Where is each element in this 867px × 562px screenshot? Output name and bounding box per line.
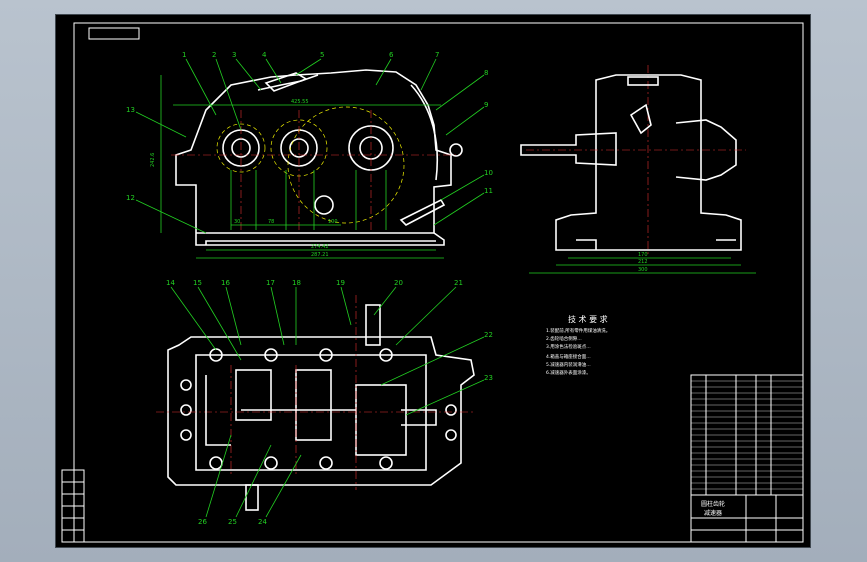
part-number: 8 [484,69,488,77]
drawing-sheet: 425.55 242.6 274.42 287.21 30 78 100 170… [55,14,811,548]
front-dim-base-outer: 287.21 [311,252,329,258]
tech-note: 2.齿轮啮合侧隙… [546,335,582,342]
part-number: 20 [394,279,403,287]
technical-requirements: 技 术 要 求 1.装配前,所有零件用煤油清洗。 2.齿轮啮合侧隙… 3.用涂色… [546,314,610,376]
side-dim-d2: 212 [638,259,648,265]
title-block: 圆柱齿轮 减速器 [690,494,804,543]
part-number: 15 [193,279,202,287]
part-number: 22 [484,331,493,339]
part-number: 14 [166,279,175,287]
side-dim-d3: 300 [638,267,648,273]
title-block-name-2: 减速器 [704,509,722,517]
side-dim-d1: 170 [638,252,648,258]
part-number: 23 [484,374,493,382]
revision-block [61,469,85,543]
front-dim-d3: 100 [328,219,338,225]
tech-note: 6.减速器外表面涂漆。 [546,369,591,376]
front-dim-height: 242.6 [150,153,156,167]
tech-note: 5.减速器内装润滑油… [546,361,591,368]
front-view: 425.55 242.6 274.42 287.21 30 78 100 [150,69,463,259]
side-view: 170 212 300 [520,65,756,274]
tech-note: 3.用涂色法检验斑点… [546,343,591,350]
part-number: 19 [336,279,345,287]
part-number: 16 [221,279,230,287]
part-number: 18 [292,279,301,287]
front-dim-d2: 78 [268,219,274,225]
part-number: 4 [262,51,267,59]
part-number: 10 [484,169,493,177]
front-dim-base-inner: 274.42 [311,244,329,250]
part-number: 3 [232,51,236,59]
front-dim-d1: 30 [234,219,240,225]
part-number: 13 [126,106,135,114]
front-dim-top: 425.55 [291,99,309,105]
tech-requirements-title: 技 术 要 求 [568,314,608,324]
part-number: 25 [228,518,237,526]
part-number: 11 [484,187,493,195]
part-number: 9 [484,101,488,109]
part-number: 26 [198,518,207,526]
part-number: 17 [266,279,275,287]
tech-note: 4.箱盖与箱座接合面… [546,353,591,360]
part-numbers: 1 2 3 4 5 6 7 8 9 10 11 12 13 14 15 16 1… [126,51,493,526]
title-block-name-1: 圆柱齿轮 [701,500,725,508]
part-number: 2 [212,51,216,59]
part-number: 7 [435,51,439,59]
part-number: 24 [258,518,267,526]
part-number: 1 [182,51,186,59]
plan-view [156,295,476,511]
part-number: 21 [454,279,463,287]
part-number: 12 [126,194,135,202]
parts-list-rows [691,380,803,490]
part-number: 6 [389,51,394,59]
part-number: 5 [320,51,324,59]
tech-note: 1.装配前,所有零件用煤油清洗。 [546,327,610,334]
leader-lines [135,58,485,518]
sheet-frame [73,22,804,543]
